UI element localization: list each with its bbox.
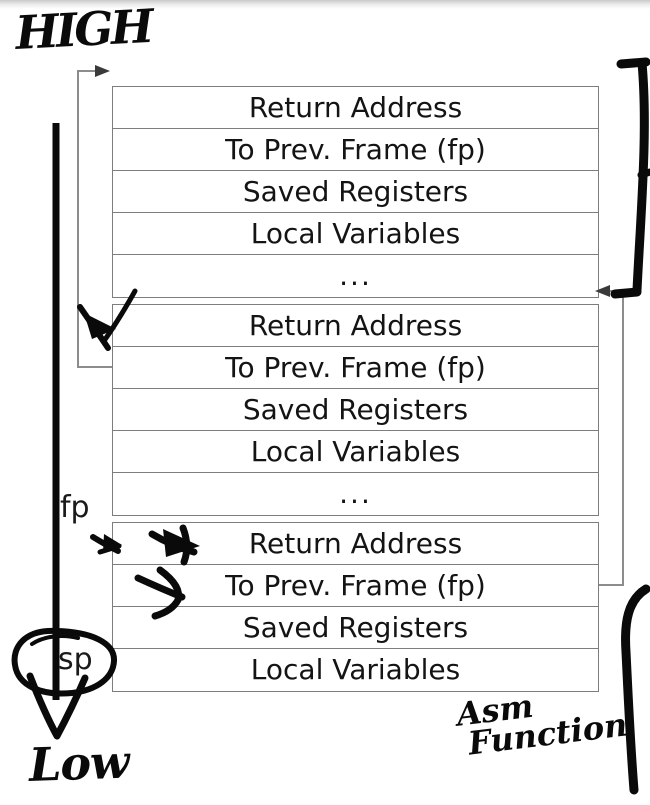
label-low-address: Low — [28, 734, 130, 792]
frame-row-return-address: Return Address — [113, 87, 598, 129]
label-stack-pointer: sp — [58, 642, 93, 677]
stack-frame-top: Return Address To Prev. Frame (fp) Saved… — [112, 86, 599, 298]
frame-row-local-variables: Local Variables — [250, 653, 461, 686]
frame-row-saved-registers: Saved Registers — [113, 607, 598, 649]
frame-row-local-variables: Local Variables — [113, 213, 598, 255]
stack-frame-middle: Return Address To Prev. Frame (fp) Saved… — [112, 304, 599, 516]
frame-row-ellipsis: ... — [339, 477, 372, 510]
connector-fp-chain-upper — [77, 65, 112, 368]
label-frame-pointer: fp — [60, 490, 90, 525]
frame-row-return-address: Return Address — [113, 305, 598, 347]
label-asm-function: Asm Function — [455, 680, 630, 763]
stack-frame-bottom: Return Address To Prev. Frame (fp) Saved… — [112, 522, 599, 692]
frame-row-prev-frame-pointer: To Prev. Frame (fp) — [113, 347, 598, 389]
frame-row-prev-frame-pointer: To Prev. Frame (fp) — [113, 129, 598, 171]
frame-row-local-variables: Local Variables — [113, 431, 598, 473]
frame-row-return-address: Return Address — [113, 523, 598, 565]
label-high-address: HIGH — [14, 0, 153, 60]
frame-row-prev-frame-pointer: To Prev. Frame (fp) — [113, 565, 598, 607]
connector-fp-chain-lower — [595, 285, 624, 586]
frame-row-ellipsis: ... — [339, 259, 372, 292]
frame-row-saved-registers: Saved Registers — [113, 171, 598, 213]
brace-top-right — [610, 57, 650, 299]
brace-bottom-right — [621, 584, 650, 795]
frame-row-saved-registers: Saved Registers — [113, 389, 598, 431]
